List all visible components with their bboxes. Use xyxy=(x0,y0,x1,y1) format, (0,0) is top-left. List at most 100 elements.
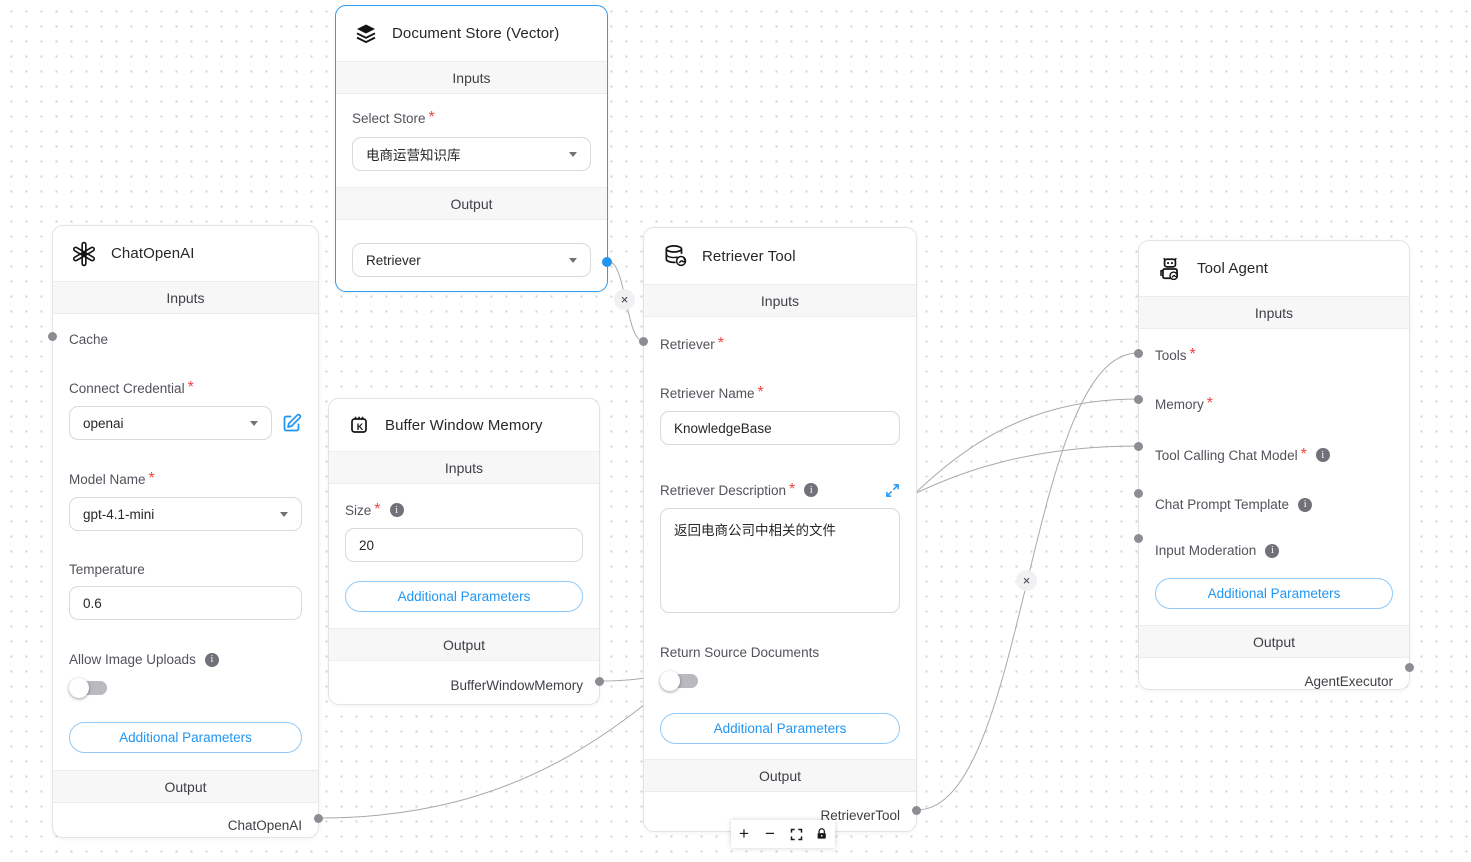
temperature-value: 0.6 xyxy=(83,595,102,611)
output-section-header: Output xyxy=(1139,625,1409,658)
output-section-header: Output xyxy=(53,770,318,803)
node-header: K Buffer Window Memory xyxy=(329,399,599,451)
expand-icon[interactable] xyxy=(885,483,900,498)
memory-label: Memory xyxy=(1155,396,1204,412)
retriever-name-input[interactable]: KnowledgeBase xyxy=(660,411,900,445)
output-section-header: Output xyxy=(336,187,607,220)
edge-delete-button[interactable]: × xyxy=(614,289,635,310)
node-document-store[interactable]: Document Store (Vector) Inputs Select St… xyxy=(335,5,612,292)
output-value: RetrieverTool xyxy=(820,807,900,823)
output-handle-bufferwindowmemory[interactable] xyxy=(595,677,604,686)
input-moderation-label: Input Moderation xyxy=(1155,543,1257,558)
output-handle-retrievertool[interactable] xyxy=(912,806,921,815)
input-handle-input-moderation[interactable] xyxy=(1134,534,1143,543)
node-title: Document Store (Vector) xyxy=(392,25,560,42)
node-retriever-tool[interactable]: Retriever Tool Inputs Retriever * Retrie… xyxy=(639,227,921,832)
node-buffer-window-memory[interactable]: K Buffer Window Memory Inputs Size * 20 … xyxy=(328,398,604,705)
tool-calling-chat-model-label: Tool Calling Chat Model xyxy=(1155,447,1298,463)
output-retriever-value: Retriever xyxy=(366,252,421,268)
input-handle-retriever[interactable] xyxy=(639,337,648,346)
retriever-description-value: 返回电商公司中相关的文件 xyxy=(674,523,836,538)
select-store-dropdown[interactable]: 电商运营知识库 xyxy=(352,137,591,171)
output-section-header: Output xyxy=(329,628,599,661)
input-handle-tools[interactable] xyxy=(1134,349,1143,358)
required-marker: * xyxy=(717,335,724,352)
database-wrench-icon xyxy=(662,243,688,269)
inputs-section-header: Inputs xyxy=(329,451,599,484)
return-source-documents-toggle[interactable] xyxy=(660,671,698,691)
required-marker: * xyxy=(1206,395,1213,412)
model-name-dropdown[interactable]: gpt-4.1-mini xyxy=(69,497,302,531)
node-header: Tool Agent xyxy=(1139,241,1409,296)
layers-icon xyxy=(354,22,378,46)
required-marker: * xyxy=(187,379,194,396)
additional-parameters-button[interactable]: Additional Parameters xyxy=(1155,578,1393,609)
node-header: Document Store (Vector) xyxy=(336,6,607,61)
allow-image-uploads-label: Allow Image Uploads xyxy=(69,652,196,667)
canvas-controls-toolbar: + − xyxy=(731,820,835,848)
openai-icon xyxy=(71,241,97,267)
additional-parameters-button[interactable]: Additional Parameters xyxy=(660,713,900,744)
robot-wrench-icon xyxy=(1157,256,1183,282)
node-header: ChatOpenAI xyxy=(53,226,318,281)
zoom-out-button[interactable]: − xyxy=(757,820,783,848)
info-icon[interactable] xyxy=(1298,497,1313,512)
size-input[interactable]: 20 xyxy=(345,528,583,562)
info-icon[interactable] xyxy=(804,483,819,497)
edit-credential-icon[interactable] xyxy=(281,413,302,434)
info-icon[interactable] xyxy=(1315,448,1330,462)
lock-button[interactable] xyxy=(809,820,835,848)
node-header: Retriever Tool xyxy=(644,228,916,284)
additional-parameters-button[interactable]: Additional Parameters xyxy=(345,581,583,612)
output-value: BufferWindowMemory xyxy=(450,678,583,693)
retriever-label: Retriever xyxy=(660,336,715,352)
temperature-input[interactable]: 0.6 xyxy=(69,586,302,620)
input-handle-chat-prompt-template[interactable] xyxy=(1134,489,1143,498)
memory-chip-icon: K xyxy=(347,413,371,437)
edge-delete-button[interactable]: × xyxy=(1016,570,1037,591)
node-tool-agent[interactable]: Tool Agent Inputs Tools * Memory * Tool … xyxy=(1134,240,1414,690)
info-icon[interactable] xyxy=(204,652,219,667)
retriever-description-textarea[interactable]: 返回电商公司中相关的文件 xyxy=(660,508,900,613)
inputs-section-header: Inputs xyxy=(336,61,607,94)
input-handle-memory[interactable] xyxy=(1134,395,1143,404)
inputs-section-header: Inputs xyxy=(1139,296,1409,329)
credential-label: Connect Credential xyxy=(69,380,185,396)
input-handle-cache[interactable] xyxy=(48,332,57,341)
output-handle-agentexecutor[interactable] xyxy=(1405,663,1414,672)
required-marker: * xyxy=(789,481,796,498)
return-source-documents-label: Return Source Documents xyxy=(660,645,820,660)
model-name-value: gpt-4.1-mini xyxy=(83,506,155,522)
zoom-in-button[interactable]: + xyxy=(731,820,757,848)
output-handle-retriever[interactable] xyxy=(602,257,612,267)
tools-label: Tools xyxy=(1155,347,1187,363)
node-title: ChatOpenAI xyxy=(111,245,195,262)
node-title: Buffer Window Memory xyxy=(385,416,543,434)
additional-parameters-button[interactable]: Additional Parameters xyxy=(69,722,302,753)
required-marker: * xyxy=(1189,346,1196,363)
node-title: Tool Agent xyxy=(1197,260,1269,277)
model-name-label: Model Name xyxy=(69,471,146,487)
output-handle-chatopenai[interactable] xyxy=(314,814,323,823)
output-value: ChatOpenAI xyxy=(227,817,302,833)
temperature-label: Temperature xyxy=(69,562,145,577)
node-chat-openai[interactable]: ChatOpenAI Inputs Cache Connect Credenti… xyxy=(48,225,323,838)
input-handle-tool-calling-chat-model[interactable] xyxy=(1134,442,1143,451)
svg-text:K: K xyxy=(357,422,364,432)
required-marker: * xyxy=(428,109,435,126)
select-store-value: 电商运营知识库 xyxy=(366,148,461,163)
info-icon[interactable] xyxy=(389,503,404,517)
credential-dropdown[interactable]: openai xyxy=(69,406,272,440)
fit-view-button[interactable] xyxy=(783,820,809,848)
allow-image-uploads-toggle[interactable] xyxy=(69,678,107,698)
retriever-name-label: Retriever Name xyxy=(660,385,755,401)
info-icon[interactable] xyxy=(1265,543,1280,558)
output-value: AgentExecutor xyxy=(1304,673,1393,689)
output-retriever-dropdown[interactable]: Retriever xyxy=(352,243,591,277)
credential-value: openai xyxy=(83,415,124,431)
required-marker: * xyxy=(757,384,764,401)
chat-prompt-template-label: Chat Prompt Template xyxy=(1155,497,1290,512)
retriever-name-value: KnowledgeBase xyxy=(674,420,772,436)
required-marker: * xyxy=(148,470,155,487)
